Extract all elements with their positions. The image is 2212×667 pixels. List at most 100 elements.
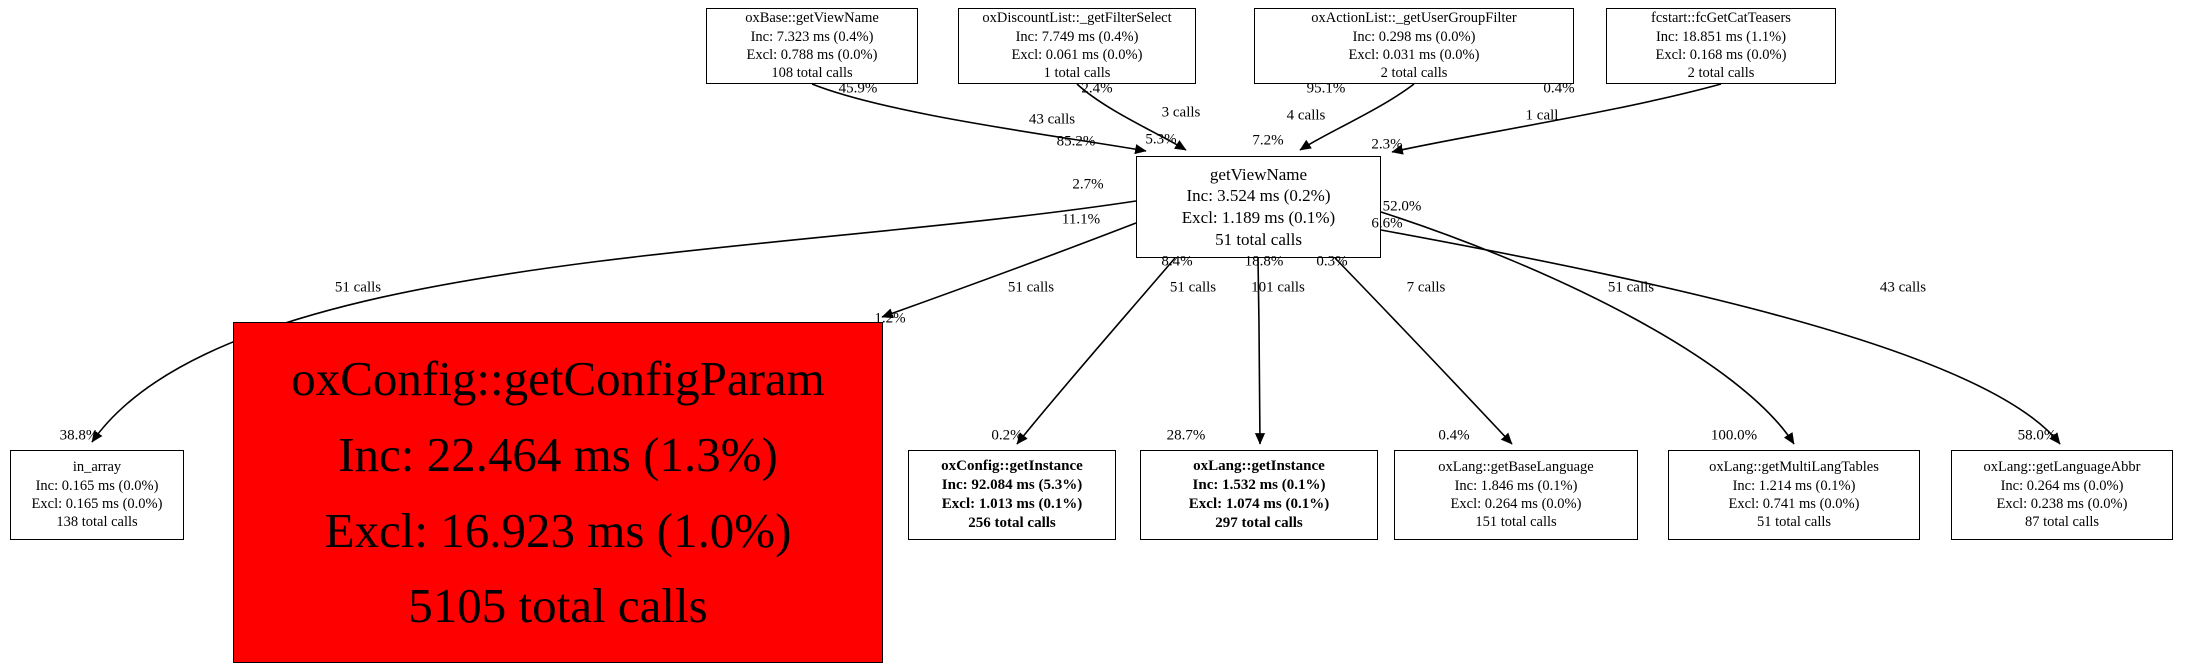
edge-getviewname-to-in-array [91,200,1137,443]
edge-target-percent: 85.2% [1056,133,1096,150]
node-total-calls: 1 total calls [1043,65,1111,82]
edge-target-percent: 38.8% [59,427,99,444]
edge-target-percent: 5.3% [1145,131,1177,148]
edge-call-count: 51 calls [334,279,382,296]
node-getviewname: getViewName Inc: 3.524 ms (0.2%) Excl: 1… [1136,156,1381,258]
node-inclusive-time: Inc: 0.165 ms (0.0%) [35,477,159,494]
node-oxlang-getbaselanguage: oxLang::getBaseLanguage Inc: 1.846 ms (0… [1394,450,1638,540]
edge-target-percent: 0.4% [1438,427,1470,444]
node-title: oxLang::getMultiLangTables [1709,459,1879,476]
node-inclusive-time: Inc: 7.749 ms (0.4%) [1015,28,1139,45]
node-oxactionlist-getusergroupfilter: oxActionList::_getUserGroupFilter Inc: 0… [1254,8,1574,84]
edge-getviewname-to-getmultilangtables [1380,211,1795,445]
edge-source-percent: 95.1% [1306,80,1346,97]
edge-target-percent: 2.3% [1371,136,1403,153]
edge-getviewname-to-getbaselanguage [1334,257,1513,445]
node-total-calls: 2 total calls [1687,65,1755,82]
node-total-calls: 297 total calls [1215,515,1303,532]
edge-target-percent: 58.0% [2017,427,2057,444]
edge-source-percent: 2.4% [1081,80,1113,97]
node-oxconfig-getinstance: oxConfig::getInstance Inc: 92.084 ms (5.… [908,450,1116,540]
edge-source-percent: 8.4% [1161,253,1193,270]
node-title: oxConfig::getConfigParam [291,350,825,406]
node-oxconfig-getconfigparam: oxConfig::getConfigParam Inc: 22.464 ms … [233,322,883,663]
node-inclusive-time: Inc: 3.524 ms (0.2%) [1186,186,1331,206]
node-total-calls: 2 total calls [1380,65,1448,82]
node-exclusive-time: Excl: 0.061 ms (0.0%) [1011,47,1143,63]
edge-fcgetcatteasers-to-getviewname [1391,83,1722,155]
edge-source-percent: 18.8% [1244,253,1284,270]
edge-source-percent: 52.0% [1382,198,1422,215]
edge-target-percent: 1.2% [874,310,906,327]
edge-getfilterselect-to-getviewname [1076,83,1187,151]
node-total-calls: 151 total calls [1475,514,1557,531]
edge-call-count: 51 calls [1007,279,1055,296]
node-inclusive-time: Inc: 7.323 ms (0.4%) [750,28,874,45]
node-total-calls: 138 total calls [56,514,138,531]
node-title: getViewName [1209,164,1308,184]
node-inclusive-time: Inc: 0.264 ms (0.0%) [2000,477,2124,494]
node-in-array: in_array Inc: 0.165 ms (0.0%) Excl: 0.16… [10,450,184,540]
node-inclusive-time: Inc: 92.084 ms (5.3%) [941,476,1083,493]
node-title: oxLang::getLanguageAbbr [1983,459,2141,476]
node-exclusive-time: Excl: 0.238 ms (0.0%) [1996,496,2128,512]
node-exclusive-time: Excl: 1.189 ms (0.1%) [1181,208,1336,227]
node-total-calls: 5105 total calls [408,578,708,634]
edge-getviewname-to-getconfigparam [881,222,1137,319]
node-oxlang-getmultilangtables: oxLang::getMultiLangTables Inc: 1.214 ms… [1668,450,1920,540]
node-exclusive-time: Excl: 1.013 ms (0.1%) [941,496,1083,512]
edge-target-percent: 28.7% [1166,427,1206,444]
edge-source-percent: 0.3% [1316,253,1348,270]
node-inclusive-time: Inc: 18.851 ms (1.1%) [1655,28,1787,45]
edge-call-count: 4 calls [1286,107,1326,124]
edge-source-percent: 45.9% [838,80,878,97]
node-total-calls: 51 total calls [1756,514,1832,531]
node-oxdiscountlist-getfilterselect: oxDiscountList::_getFilterSelect Inc: 7.… [958,8,1196,84]
node-title: fcstart::fcGetCatTeasers [1651,10,1791,27]
node-oxlang-getlanguageabbr: oxLang::getLanguageAbbr Inc: 0.264 ms (0… [1951,450,2173,540]
edge-target-percent: 0.2% [991,427,1023,444]
node-inclusive-time: Inc: 22.464 ms (1.3%) [338,426,778,482]
edge-target-percent: 7.2% [1252,132,1284,149]
node-title: in_array [72,459,122,476]
node-title: oxDiscountList::_getFilterSelect [982,10,1172,27]
node-exclusive-time: Excl: 0.741 ms (0.0%) [1728,496,1860,512]
edge-call-count: 3 calls [1161,104,1201,121]
edge-call-count: 43 calls [1879,279,1927,296]
edge-call-count: 51 calls [1607,279,1655,296]
node-exclusive-time: Excl: 0.264 ms (0.0%) [1450,496,1582,512]
node-exclusive-time: Excl: 16.923 ms (1.0%) [324,502,792,558]
edge-call-count: 7 calls [1406,279,1446,296]
edge-call-count: 43 calls [1028,111,1076,128]
edge-getusergroupfilter-to-getviewname [1299,83,1415,151]
node-total-calls: 108 total calls [771,65,853,82]
node-total-calls: 51 total calls [1215,229,1302,249]
node-title: oxConfig::getInstance [941,457,1083,474]
node-exclusive-time: Excl: 0.165 ms (0.0%) [31,496,163,512]
node-inclusive-time: Inc: 0.298 ms (0.0%) [1352,28,1476,45]
edge-call-count: 1 call [1525,107,1559,124]
edge-getviewname-to-getlanguageabbr [1380,229,2061,445]
node-inclusive-time: Inc: 1.532 ms (0.1%) [1192,476,1326,493]
node-oxbase-getviewname: oxBase::getViewName Inc: 7.323 ms (0.4%)… [706,8,918,84]
edge-getviewname-to-oxlang-getinstance [1254,257,1266,445]
node-total-calls: 87 total calls [2024,514,2100,531]
node-title: oxLang::getBaseLanguage [1438,459,1594,476]
edge-source-percent: 0.4% [1543,80,1575,97]
node-inclusive-time: Inc: 1.214 ms (0.1%) [1732,477,1856,494]
node-exclusive-time: Excl: 0.788 ms (0.0%) [746,47,878,63]
edge-call-count: 51 calls [1169,279,1217,296]
edge-oxbase-getviewname-to-getviewname [811,83,1147,155]
node-exclusive-time: Excl: 0.168 ms (0.0%) [1655,47,1787,63]
edge-source-percent: 11.1% [1061,211,1101,228]
edge-source-percent: 6.6% [1371,215,1403,232]
node-total-calls: 256 total calls [968,515,1056,532]
edge-source-percent: 2.7% [1072,176,1104,193]
node-fcstart-fcgetcatteasers: fcstart::fcGetCatTeasers Inc: 18.851 ms … [1606,8,1836,84]
node-oxlang-getinstance: oxLang::getInstance Inc: 1.532 ms (0.1%)… [1140,450,1378,540]
node-title: oxLang::getInstance [1193,457,1325,474]
node-exclusive-time: Excl: 1.074 ms (0.1%) [1188,496,1330,512]
node-title: oxActionList::_getUserGroupFilter [1311,10,1517,27]
